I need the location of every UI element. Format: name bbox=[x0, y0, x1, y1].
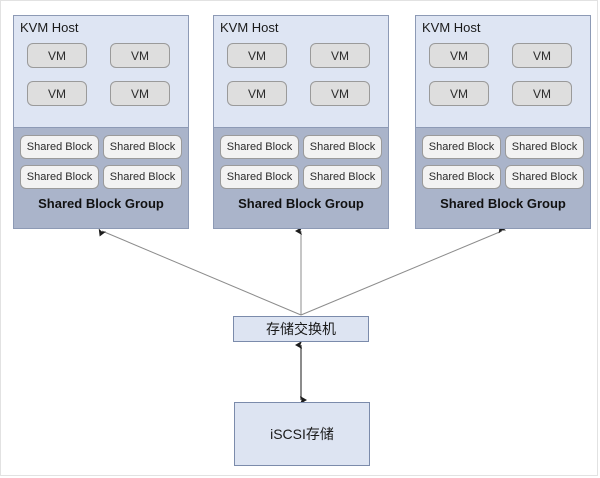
vm-node[interactable]: VM bbox=[512, 81, 572, 106]
host-title: KVM Host bbox=[422, 20, 481, 35]
vm-node[interactable]: VM bbox=[512, 43, 572, 68]
storage-switch-node[interactable]: 存储交换机 bbox=[233, 316, 369, 342]
vm-area: VM VM VM VM bbox=[14, 40, 188, 129]
iscsi-storage-node[interactable]: iSCSI存储 bbox=[234, 402, 370, 466]
vm-node[interactable]: VM bbox=[310, 43, 370, 68]
shared-block-group-label: Shared Block Group bbox=[238, 196, 364, 211]
shared-block[interactable]: Shared Block bbox=[20, 165, 99, 189]
shared-block[interactable]: Shared Block bbox=[303, 165, 382, 189]
vm-area: VM VM VM VM bbox=[416, 40, 590, 129]
vm-area: VM VM VM VM bbox=[214, 40, 388, 129]
shared-block[interactable]: Shared Block bbox=[220, 165, 299, 189]
shared-block[interactable]: Shared Block bbox=[220, 135, 299, 159]
shared-block[interactable]: Shared Block bbox=[20, 135, 99, 159]
kvm-host-2: KVM Host VM VM VM VM Shared Block Shared… bbox=[213, 15, 389, 229]
host-title: KVM Host bbox=[20, 20, 79, 35]
vm-node[interactable]: VM bbox=[110, 43, 170, 68]
shared-block[interactable]: Shared Block bbox=[103, 135, 182, 159]
shared-block-group-label: Shared Block Group bbox=[440, 196, 566, 211]
shared-block[interactable]: Shared Block bbox=[422, 135, 501, 159]
shared-block[interactable]: Shared Block bbox=[505, 165, 584, 189]
vm-node[interactable]: VM bbox=[110, 81, 170, 106]
shared-block-group-label: Shared Block Group bbox=[38, 196, 164, 211]
vm-node[interactable]: VM bbox=[429, 81, 489, 106]
vm-node[interactable]: VM bbox=[227, 43, 287, 68]
shared-block-group: Shared Block Shared Block Shared Block S… bbox=[214, 127, 388, 228]
shared-block-group: Shared Block Shared Block Shared Block S… bbox=[416, 127, 590, 228]
shared-block[interactable]: Shared Block bbox=[103, 165, 182, 189]
shared-block[interactable]: Shared Block bbox=[505, 135, 584, 159]
host-title: KVM Host bbox=[220, 20, 279, 35]
vm-node[interactable]: VM bbox=[429, 43, 489, 68]
link-switch-to-host-3 bbox=[300, 225, 507, 316]
shared-block[interactable]: Shared Block bbox=[303, 135, 382, 159]
vm-node[interactable]: VM bbox=[27, 81, 87, 106]
shared-block[interactable]: Shared Block bbox=[422, 165, 501, 189]
shared-block-group: Shared Block Shared Block Shared Block S… bbox=[14, 127, 188, 228]
kvm-host-3: KVM Host VM VM VM VM Shared Block Shared… bbox=[415, 15, 591, 229]
kvm-host-1: KVM Host VM VM VM VM Shared Block Shared… bbox=[13, 15, 189, 229]
link-switch-to-host-1 bbox=[98, 228, 302, 316]
vm-node[interactable]: VM bbox=[227, 81, 287, 106]
vm-node[interactable]: VM bbox=[27, 43, 87, 68]
vm-node[interactable]: VM bbox=[310, 81, 370, 106]
